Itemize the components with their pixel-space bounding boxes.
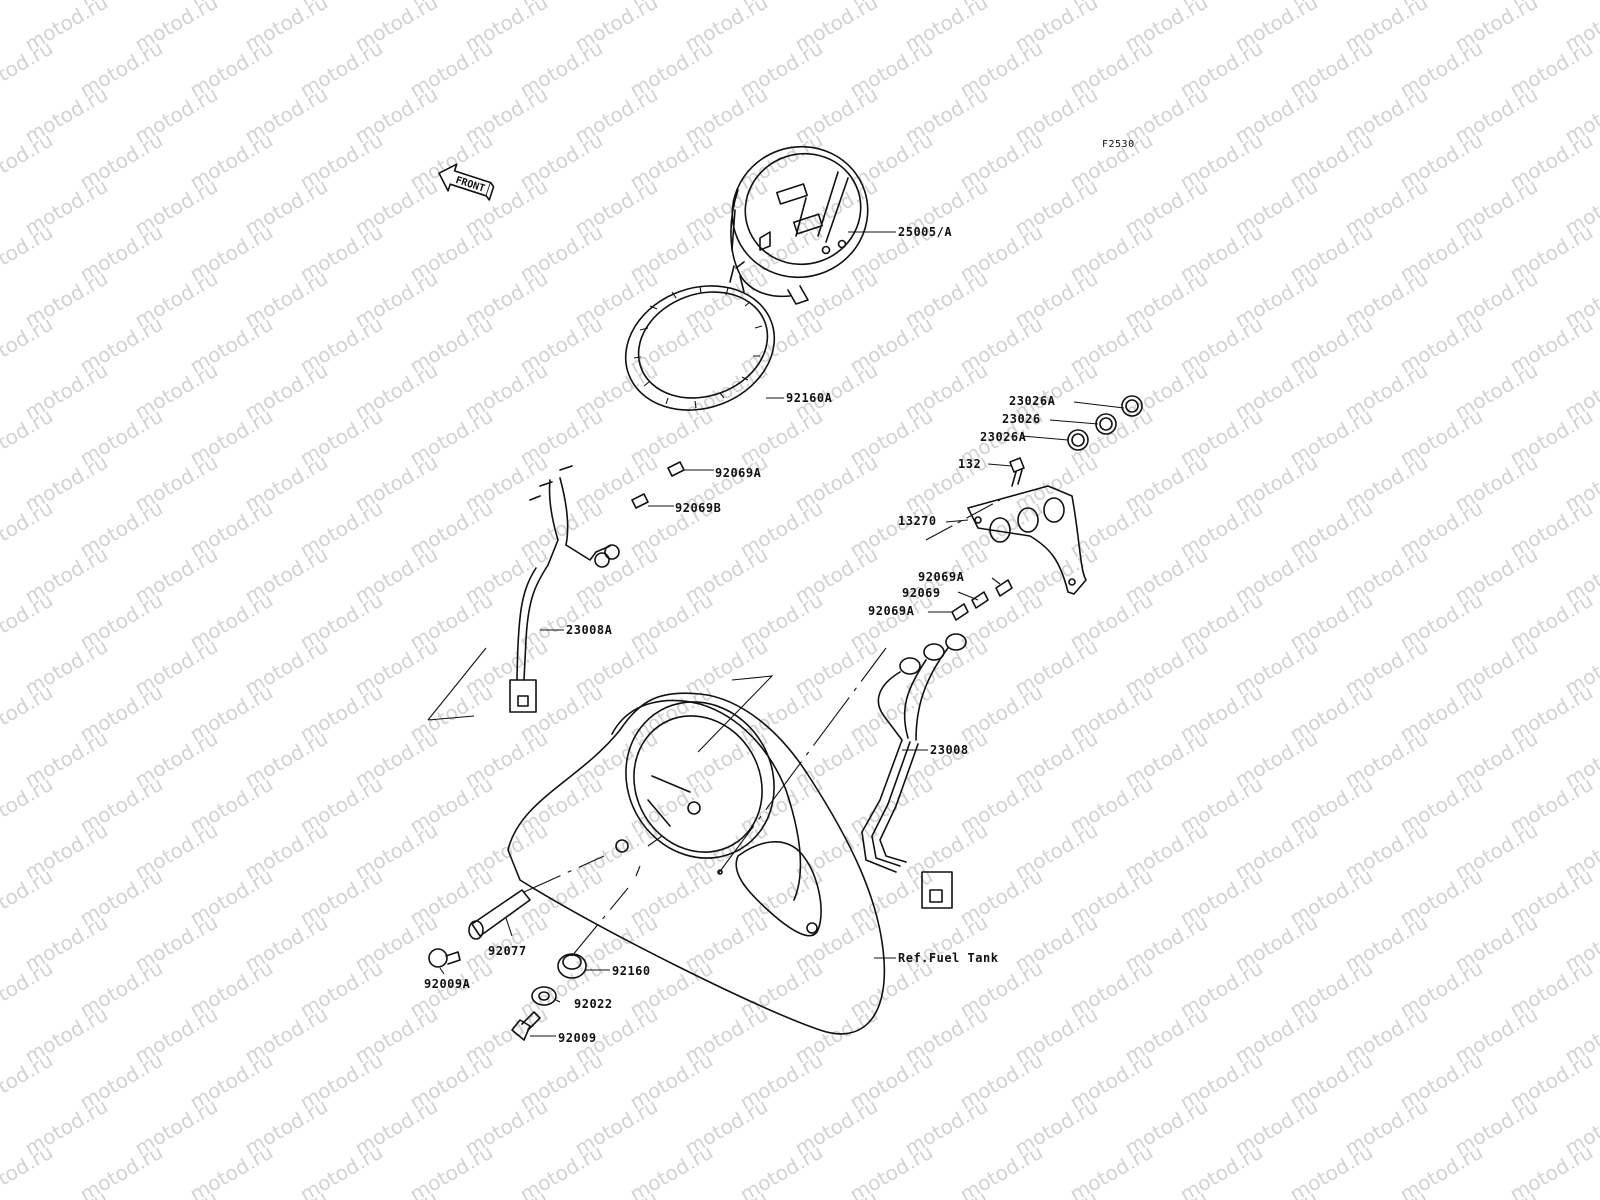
indicator-bracket — [967, 485, 1087, 595]
bolt-132 — [1009, 457, 1025, 487]
collar-92022 — [531, 986, 557, 1006]
part-label-13270[interactable]: 13270 — [898, 514, 937, 528]
damper-92077 — [468, 889, 531, 940]
bolt-92009A — [428, 948, 461, 968]
lens-caps — [1067, 395, 1143, 451]
part-label-92069[interactable]: 92069 — [902, 586, 941, 600]
harness-23008A — [509, 465, 620, 713]
part-label-92069A-right-top[interactable]: 92069A — [918, 570, 965, 584]
part-label-92009A[interactable]: 92009A — [424, 977, 471, 991]
guide-lines — [427, 499, 1001, 957]
bolt-92009 — [511, 1011, 541, 1041]
part-label-92069A-left[interactable]: 92069A — [715, 466, 762, 480]
part-label-23008[interactable]: 23008 — [930, 743, 969, 757]
meter-assembly — [729, 145, 869, 305]
part-label-23026A-bottom[interactable]: 23026A — [980, 430, 1027, 444]
part-label-23008A[interactable]: 23008A — [566, 623, 613, 637]
leader-lines — [439, 231, 1125, 1037]
part-label-92009[interactable]: 92009 — [558, 1031, 597, 1045]
bulbs-right — [951, 579, 1013, 621]
part-label-25005[interactable]: 25005/A — [898, 225, 953, 239]
part-label-92160A[interactable]: 92160A — [786, 391, 833, 405]
part-label-92022[interactable]: 92022 — [574, 997, 613, 1011]
part-label-23026[interactable]: 23026 — [1002, 412, 1041, 426]
bulb-92069A — [667, 461, 685, 477]
part-label-92069A-right-bottom[interactable]: 92069A — [868, 604, 915, 618]
harness-23008 — [861, 633, 967, 909]
part-label-92077[interactable]: 92077 — [488, 944, 527, 958]
part-label-23026A-top[interactable]: 23026A — [1009, 394, 1056, 408]
figure-code: F2530 — [1102, 139, 1135, 150]
part-label-ref-fuel-tank[interactable]: Ref.Fuel Tank — [898, 951, 999, 965]
bulb-92069B — [631, 493, 649, 509]
part-label-92160[interactable]: 92160 — [612, 964, 651, 978]
front-arrow-icon: FRONT — [438, 163, 495, 201]
part-label-132[interactable]: 132 — [958, 457, 982, 471]
part-label-92069B[interactable]: 92069B — [675, 501, 722, 515]
grommet-92160 — [557, 953, 587, 979]
meter-ring — [624, 285, 776, 411]
meter-cover — [507, 692, 886, 1035]
